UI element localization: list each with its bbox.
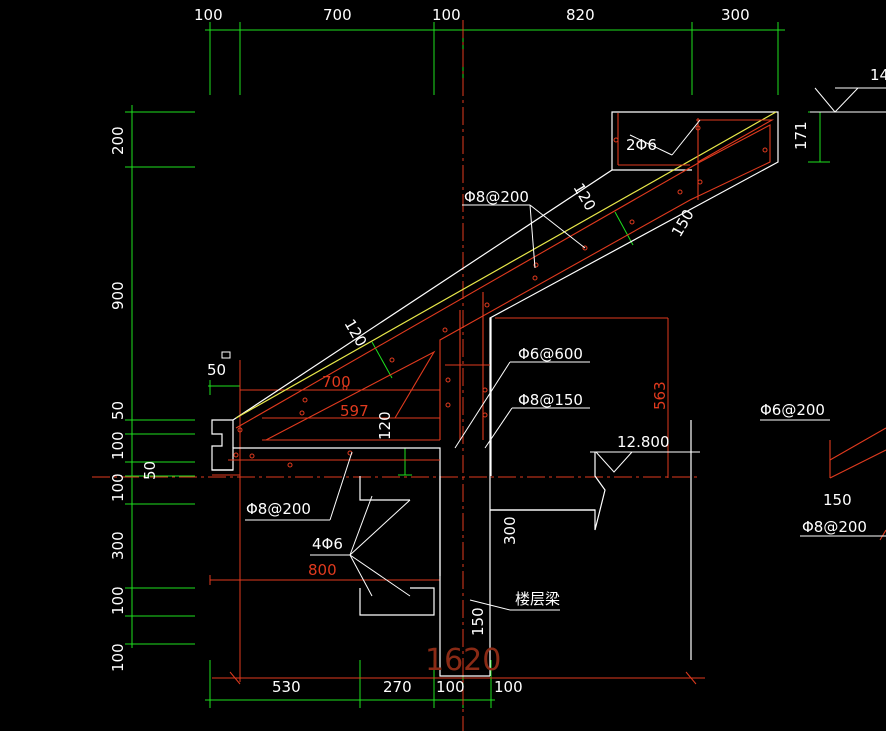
left-dim-900: 900 <box>109 281 127 310</box>
label-right-150: 150 <box>823 491 852 509</box>
top-dim-820: 820 <box>566 6 595 24</box>
top-dim-700: 700 <box>323 6 352 24</box>
dim-120-slope-b: 120 <box>570 180 600 214</box>
bottom-dim-100-b: 100 <box>494 678 523 696</box>
left-dim-100-d: 100 <box>109 643 127 672</box>
label-4phi6: 4Φ6 <box>312 535 343 553</box>
left-dim-100-b: 100 <box>109 473 127 502</box>
left-dim-100-c: 100 <box>109 586 127 615</box>
left-dim-200: 200 <box>109 126 127 155</box>
label-2phi6: 2Φ6 <box>626 136 657 154</box>
dim-14: 14 <box>870 66 886 84</box>
label-elevation: 12.800 <box>617 433 670 451</box>
dim-800: 800 <box>308 561 337 579</box>
slope-edge <box>235 111 777 419</box>
dim-50-small: 50 <box>207 361 226 379</box>
dim-300-beam: 300 <box>501 516 519 545</box>
bottom-dim-100-a: 100 <box>436 678 465 696</box>
leader-lines <box>245 87 886 611</box>
bottom-dim-270: 270 <box>383 678 412 696</box>
label-phi8-200-top: Φ8@200 <box>464 188 529 206</box>
centerlines <box>92 20 700 731</box>
dim-171: 171 <box>792 121 810 150</box>
dim-120-vertical: 120 <box>376 411 394 440</box>
label-floor-beam: 楼层梁 <box>515 590 560 608</box>
dim-700-inner: 700 <box>322 373 351 391</box>
left-dim-300: 300 <box>109 531 127 560</box>
rebar-dots <box>233 125 768 468</box>
top-dim-100-b: 100 <box>432 6 461 24</box>
left-dim-100-a: 100 <box>109 431 127 460</box>
label-phi8-150: Φ8@150 <box>518 391 583 409</box>
rebar <box>228 113 886 541</box>
dim-150-beam: 150 <box>469 607 487 636</box>
label-phi8-200-bottom: Φ8@200 <box>246 500 311 518</box>
dim-total-1620: 1620 <box>425 643 501 678</box>
dim-150-slope: 150 <box>668 206 698 240</box>
dim-563: 563 <box>651 381 669 410</box>
top-dim-100-a: 100 <box>194 6 223 24</box>
dim-597: 597 <box>340 402 369 420</box>
top-dim-300: 300 <box>721 6 750 24</box>
left-dim-50-b: 50 <box>141 461 159 480</box>
label-right-phi6-200: Φ6@200 <box>760 401 825 419</box>
small-marker <box>221 351 231 359</box>
left-dim-50-a: 50 <box>109 401 127 420</box>
concrete-outline <box>211 111 779 677</box>
bottom-dim-530: 530 <box>272 678 301 696</box>
label-right-phi8-200: Φ8@200 <box>802 518 867 536</box>
label-phi6-600: Φ6@600 <box>518 345 583 363</box>
